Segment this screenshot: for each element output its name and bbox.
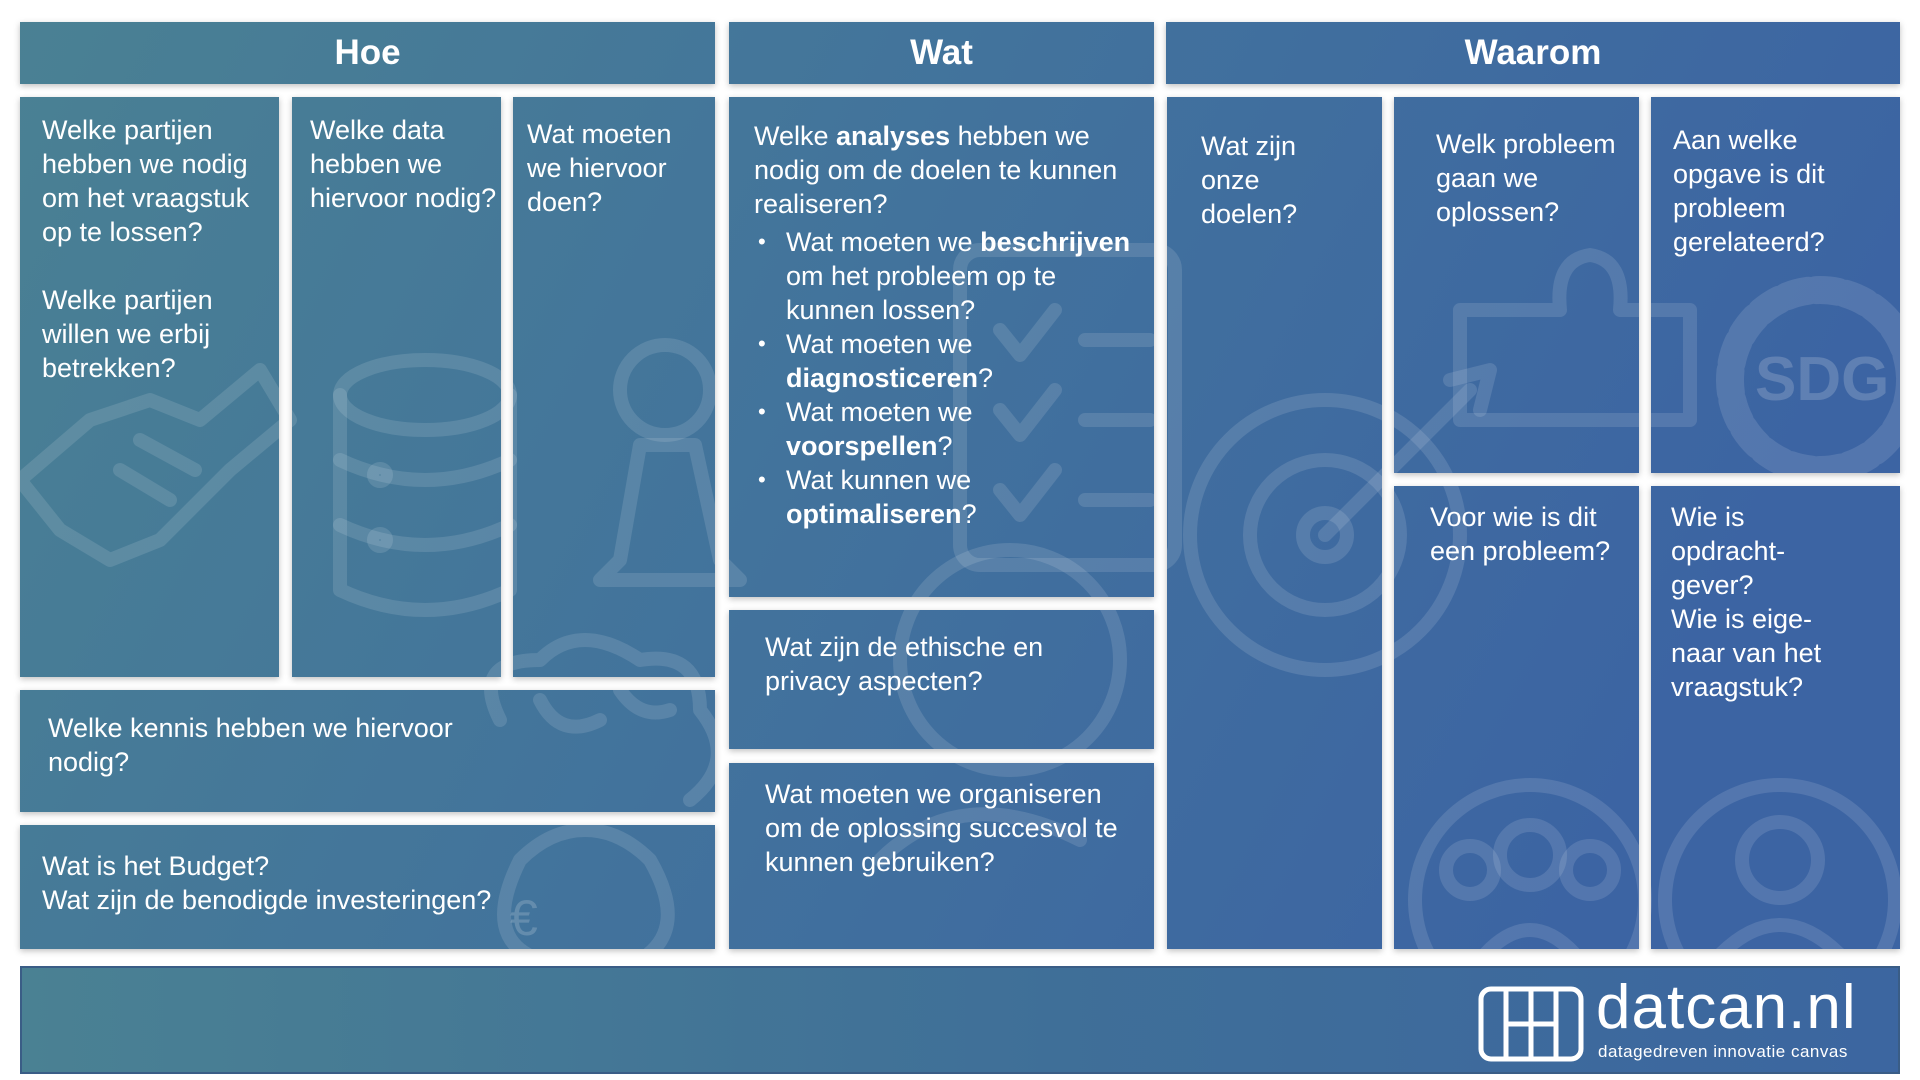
header-waarom-label: Waarom [1464,33,1602,72]
list-item: Wat kunnen we optimaliseren? [758,463,1146,531]
sdg-wheel-icon [1716,276,1900,484]
cell-budget: Wat is het Budget? Wat zijn de benodigde… [20,825,715,949]
analyses-list: Wat moeten we beschrijven om het problee… [754,225,1146,531]
pawn-icon [593,338,747,587]
cell-opdrachtgever: Wie is opdracht-gever? Wie is eige-naar … [1651,486,1900,949]
footer-bar: datcan.nl datagedreven innovatie canvas [20,966,1900,1074]
header-hoe: Hoe [20,22,715,84]
doelen-text: Wat zijn onze doelen? [1201,131,1298,229]
budget-text-1: Wat is het Budget? [42,851,270,881]
budget-text-2: Wat zijn de benodigde investeringen? [42,885,492,915]
data-text: Welke data hebben we hiervoor nodig? [310,115,497,213]
logo-name: datcan.nl [1596,973,1857,1042]
list-item: Wat moeten we beschrijven om het problee… [758,225,1146,327]
partijen-text-2: Welke partijen willen we erbij betrekken… [42,285,213,383]
cell-opgave: Aan welke opgave is dit probleem gerelat… [1651,97,1900,473]
cell-doen: Wat moeten we hiervoor doen? [513,97,715,677]
organiseren-text: Wat moeten we organiseren om de oplossin… [765,779,1118,877]
header-hoe-label: Hoe [334,33,401,72]
opgave-text: Aan welke opgave is dit probleem gerelat… [1673,125,1825,257]
analyses-text: Welke analyses hebben we nodig om de doe… [754,121,1118,219]
cell-doelen: Wat zijn onze doelen? [1167,97,1382,949]
probleem-text: Welk probleem gaan we oplossen? [1436,129,1616,227]
list-item: Wat moeten we voorspellen? [758,395,1146,463]
person-icon [1658,778,1900,949]
header-wat: Wat [729,22,1154,84]
cell-probleem: Welk probleem gaan we oplossen? [1394,97,1639,473]
puzzle-icon [1453,248,1697,427]
datcan-logo[interactable]: datcan.nl datagedreven innovatie canvas [1478,973,1878,1070]
ethisch-text: Wat zijn de ethische en privacy aspecten… [765,632,1044,696]
cell-organiseren: Wat moeten we organiseren om de oplossin… [729,763,1154,949]
cell-partijen: Welke partijen hebben we nodig om het vr… [20,97,279,677]
euro-watermark: € [510,890,538,946]
logo-tagline: datagedreven innovatie canvas [1598,1042,1848,1061]
cell-voor-wie: Voor wie is dit een probleem? [1394,486,1639,949]
opdrachtgever-text-2: Wie is eige-naar van het vraagstuk? [1671,604,1822,702]
cell-data: Welke data hebben we hiervoor nodig? [292,97,501,677]
doen-text: Wat moeten we hiervoor doen? [527,119,672,217]
voor-wie-text: Voor wie is dit een probleem? [1430,502,1611,566]
cell-ethisch: Wat zijn de ethische en privacy aspecten… [729,610,1154,749]
sdg-watermark: SDG [1755,345,1889,414]
datcan-logo-icon [1478,986,1584,1062]
kennis-text: Welke kennis hebben we hiervoor nodig? [48,713,453,777]
cell-analyses: Welke analyses hebben we nodig om de doe… [729,97,1154,597]
partijen-text-1: Welke partijen hebben we nodig om het vr… [42,115,250,247]
opdrachtgever-text-1: Wie is opdracht-gever? [1671,502,1786,600]
cell-kennis: Welke kennis hebben we hiervoor nodig? [20,690,715,812]
list-item: Wat moeten we diagnosticeren? [758,327,1146,395]
target-icon [1183,363,1497,677]
header-wat-label: Wat [910,33,973,72]
bowl-icon [873,543,1127,867]
money-bag-icon [497,823,675,949]
header-waarom: Waarom [1166,22,1900,84]
